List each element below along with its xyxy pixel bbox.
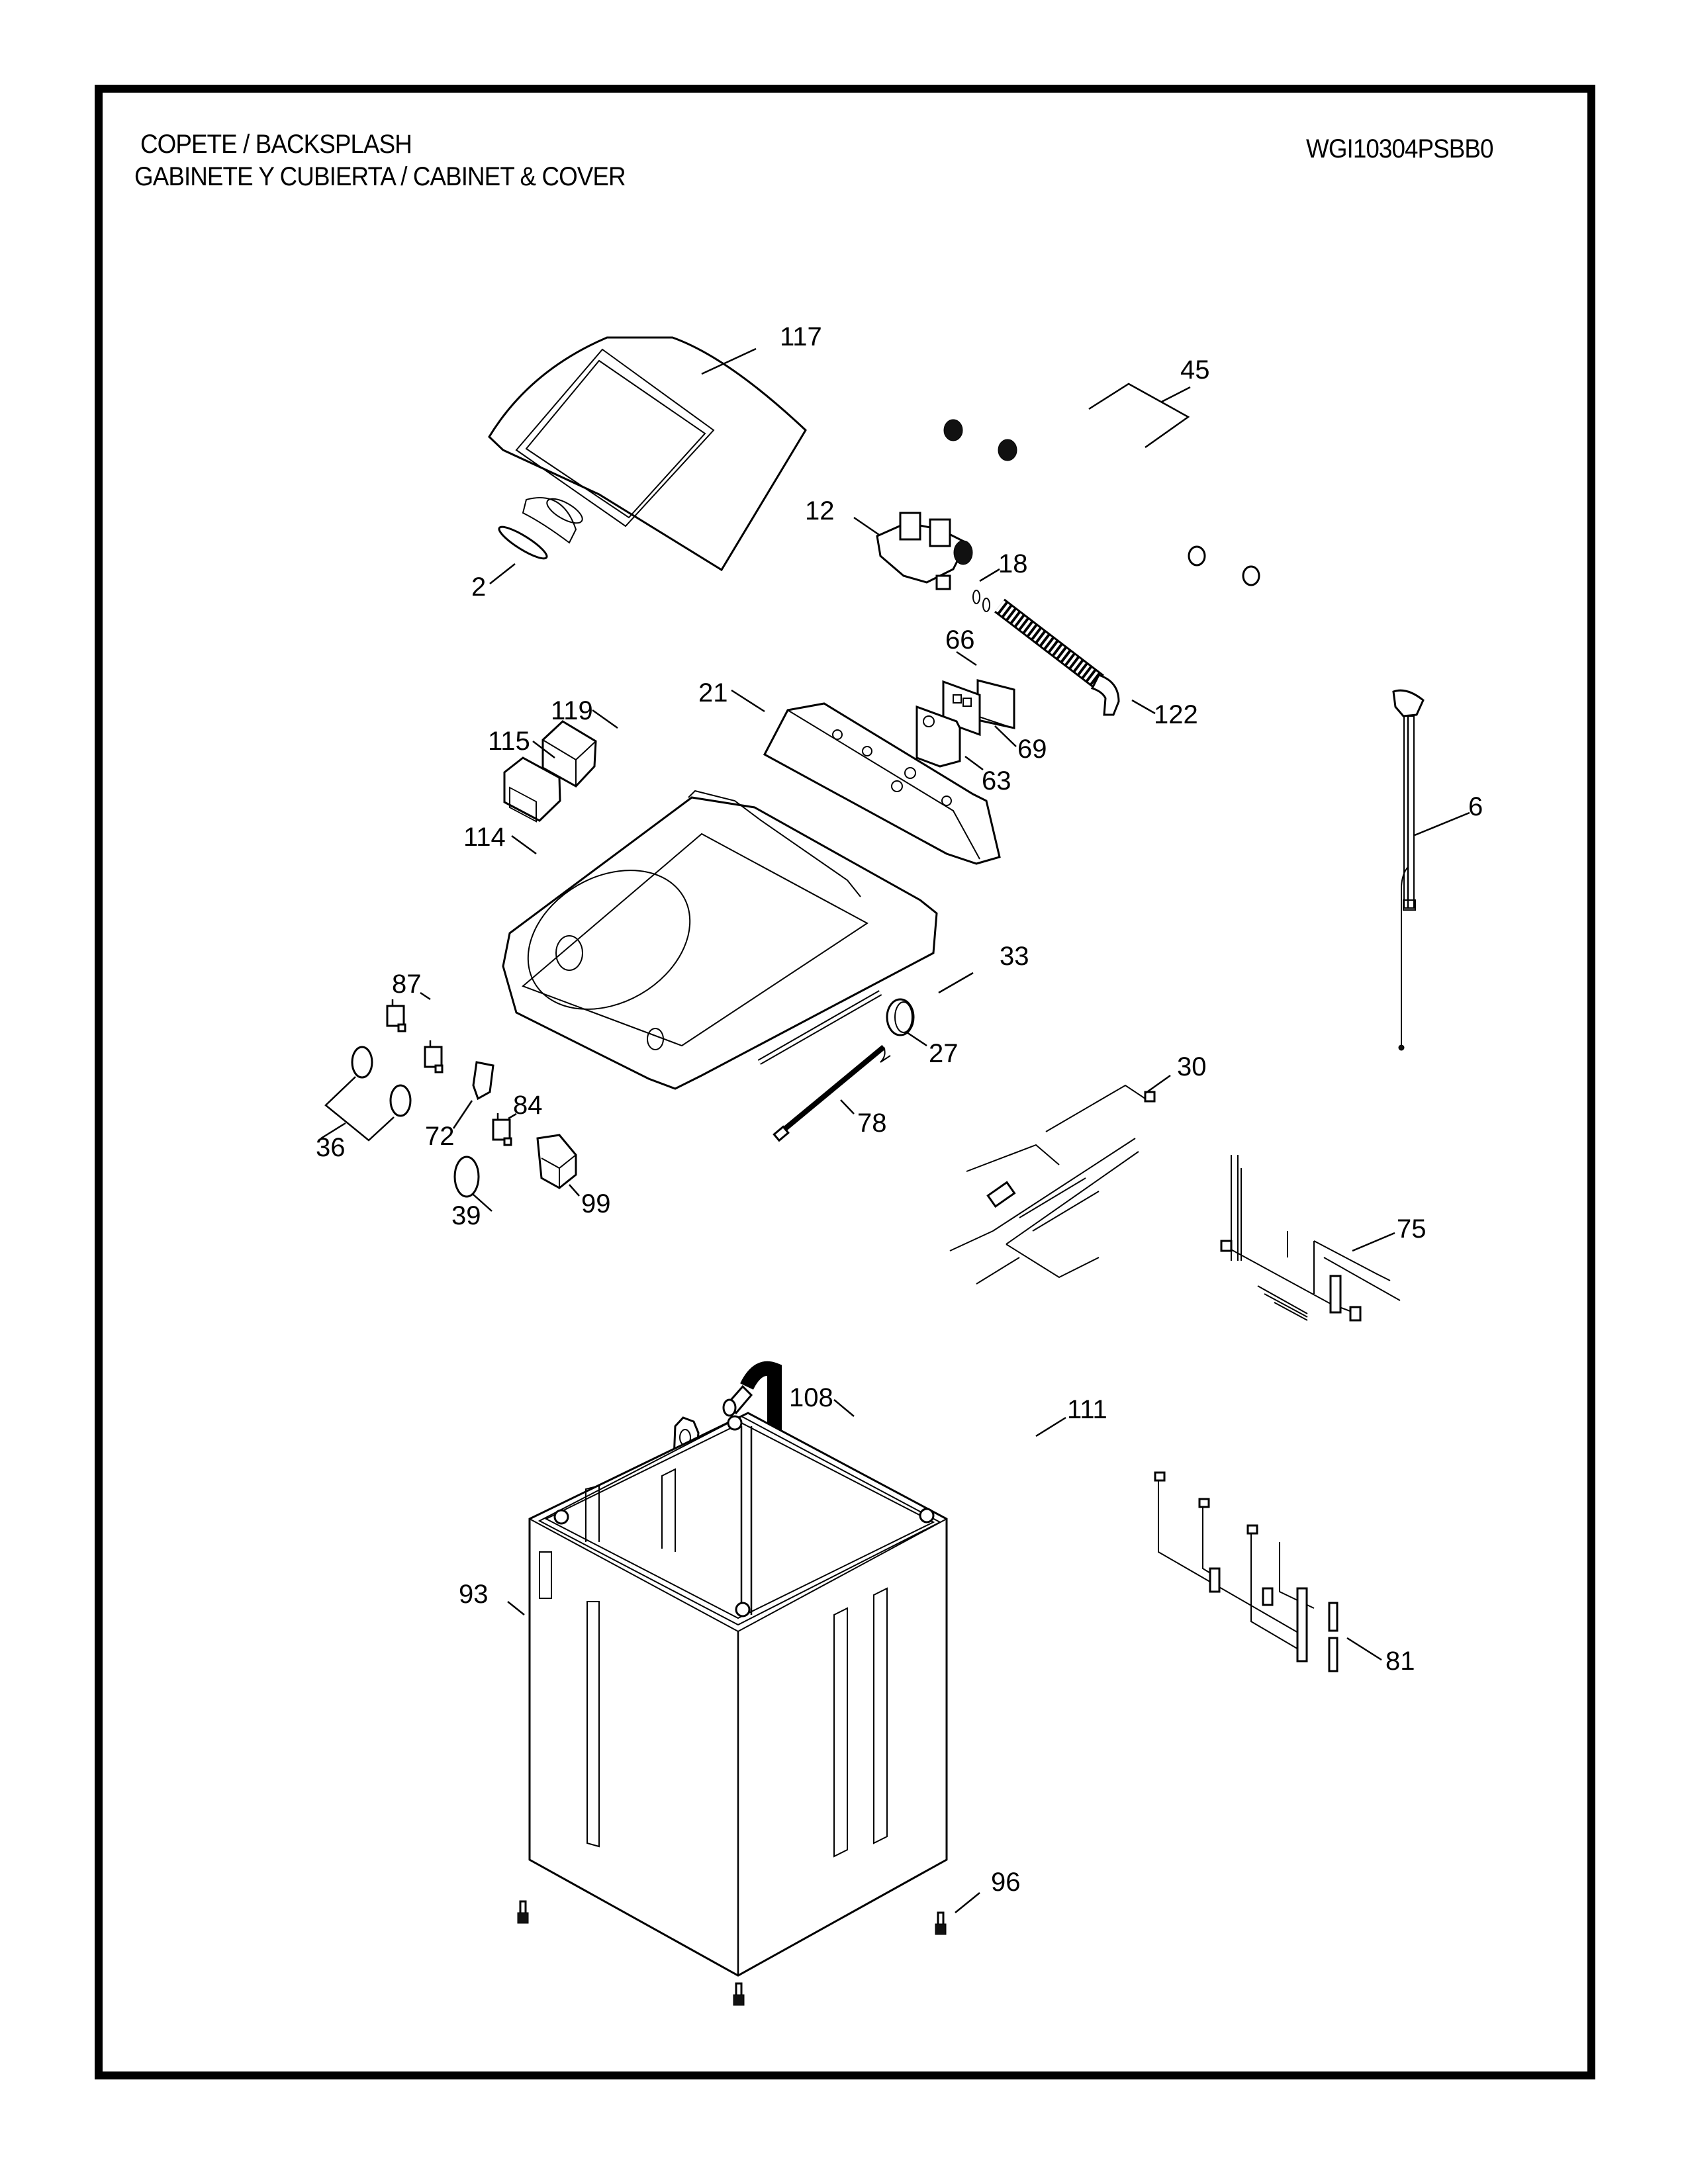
part-21-backsplash[interactable] [763,702,1001,865]
callout-93: 93 [459,1580,489,1609]
callout-66: 66 [945,625,975,655]
part-27-ring-seal[interactable] [886,998,915,1036]
callout-108: 108 [789,1383,833,1412]
callout-39: 39 [451,1201,481,1230]
part-111-drain-hose[interactable] [722,1361,782,1671]
model-number: WGI10304PSBB0 [1306,134,1494,163]
callout-63: 63 [982,766,1011,796]
part-75-wire-harness[interactable] [1220,1155,1401,1322]
part-117-top-lid[interactable] [488,336,807,572]
callout-96: 96 [991,1868,1021,1897]
callout-115: 115 [488,727,530,756]
part-122-fill-hose[interactable] [994,598,1120,716]
part-72-connector[interactable] [472,1061,494,1101]
part-87-lid-switch[interactable] [386,999,406,1032]
leveling-leg-right [935,1911,947,1935]
part-39-knob[interactable] [453,1156,480,1198]
part-63-board-cover[interactable] [915,705,961,768]
callout-72: 72 [425,1122,455,1151]
part-18-hose-clamps[interactable] [972,590,990,612]
callout-labels: 117 2 45 12 18 122 66 21 119 69 115 63 1… [316,322,1483,1897]
callout-111: 111 [1067,1395,1107,1424]
callout-27: 27 [929,1039,959,1068]
callout-21: 21 [698,678,728,707]
part-6-pressure-tube[interactable] [1392,689,1425,1051]
callout-75: 75 [1397,1214,1427,1244]
part-114-top-cover[interactable] [502,790,938,1090]
callout-30: 30 [1177,1052,1207,1081]
callout-114: 114 [463,823,506,852]
callout-12: 12 [805,496,835,525]
page-border [95,85,1595,2079]
part-switch-unlabeled[interactable] [424,1040,444,1073]
part-84-switch[interactable] [492,1113,512,1146]
callout-119: 119 [551,696,593,725]
section-title-backsplash: COPETE / BACKSPLASH [140,130,412,159]
callout-2: 2 [471,572,486,602]
part-45-inlet-hoses[interactable] [943,401,1260,586]
leveling-leg-left [517,1900,529,1924]
callout-87: 87 [392,970,422,999]
part-36-knobs[interactable] [351,1046,412,1117]
leader-lines [320,347,1470,1913]
callout-99: 99 [581,1189,611,1218]
part-96-leveling-legs[interactable] [517,1900,947,2006]
part-81-wire-harness[interactable] [1154,1471,1338,1672]
callout-36: 36 [316,1133,346,1162]
part-33-rod[interactable] [757,990,882,1065]
callout-84: 84 [513,1091,543,1120]
part-115-dispenser-drawer[interactable] [503,756,561,823]
part-99-terminal-block[interactable] [536,1134,577,1189]
callout-81: 81 [1385,1647,1415,1676]
part-78-wire-harness[interactable] [773,1044,891,1142]
part-93-cabinet[interactable] [528,1412,948,1977]
section-title-cabinet-cover: GABINETE Y CUBIERTA / CABINET & COVER [134,162,626,191]
callout-117: 117 [780,322,822,351]
callout-45: 45 [1180,355,1210,385]
callout-122: 122 [1154,700,1198,729]
callout-33: 33 [1000,942,1029,971]
part-12-inlet-valve[interactable] [876,512,973,590]
callout-78: 78 [857,1109,887,1138]
part-2-handle-insert[interactable] [496,522,550,563]
callout-69: 69 [1017,735,1047,764]
callout-18: 18 [998,549,1028,578]
leveling-leg-front [733,1982,745,2006]
part-30-wire-harness[interactable] [949,1084,1156,1285]
callout-6: 6 [1468,792,1483,821]
